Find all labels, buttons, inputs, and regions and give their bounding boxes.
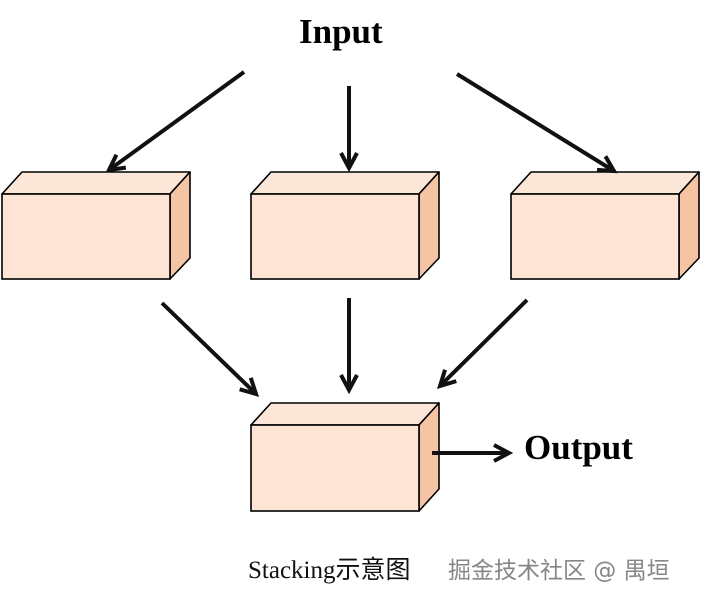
base-model-box-1 (1, 171, 191, 280)
arrow-box-3-to-meta (440, 298, 529, 386)
arrow-input-to-box-1 (109, 70, 246, 170)
arrow-input-to-box-3 (455, 72, 614, 171)
output-label: Output (524, 428, 633, 467)
input-label: Input (299, 12, 383, 51)
base-model-box-3 (510, 171, 700, 280)
meta-model-box (250, 402, 440, 512)
watermark-text: 掘金技术社区 @ 禺垣 (448, 558, 670, 584)
base-model-box-2 (250, 171, 440, 280)
diagram-caption: Stacking示意图 (248, 557, 411, 584)
arrow-box-1-to-meta (160, 301, 256, 394)
